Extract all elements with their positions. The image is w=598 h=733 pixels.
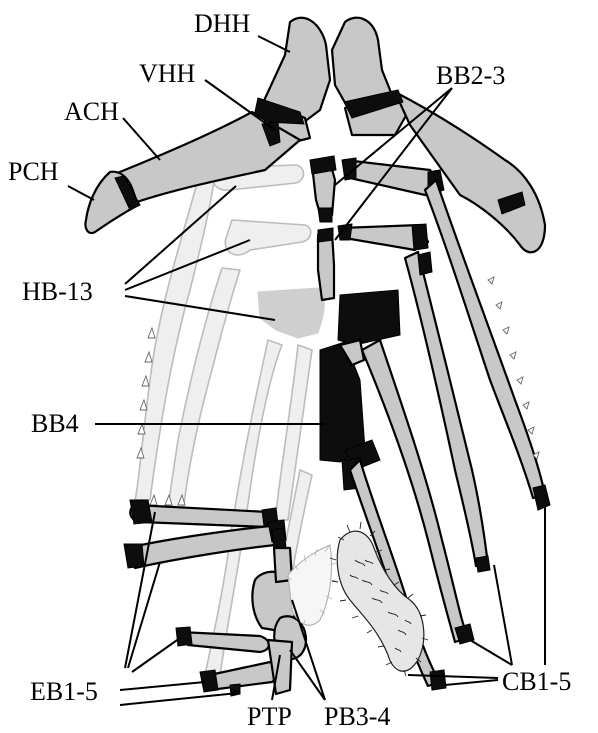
- label-ptp: PTP: [247, 702, 292, 731]
- label-ach: ACH: [64, 97, 119, 126]
- label-eb1-5: EB1-5: [30, 677, 98, 706]
- label-cb1-5: CB1-5: [502, 667, 571, 696]
- label-dhh: DHH: [194, 9, 251, 38]
- label-vhh: VHH: [139, 59, 196, 88]
- hypobranchial-3-right: [338, 290, 400, 345]
- epibranchial-3: [180, 632, 269, 652]
- epibranchial-2: [128, 526, 275, 568]
- basibranchial-3: [318, 232, 334, 300]
- pharyngeal-tooth-plate: [268, 640, 292, 694]
- label-pb3-4: PB3-4: [324, 702, 390, 731]
- label-pch: PCH: [8, 157, 59, 186]
- label-hb-13: HB-13: [22, 277, 93, 306]
- label-bb4: BB4: [31, 409, 79, 438]
- tooth-plates: [286, 522, 428, 676]
- label-bb2-3: BB2-3: [436, 61, 505, 90]
